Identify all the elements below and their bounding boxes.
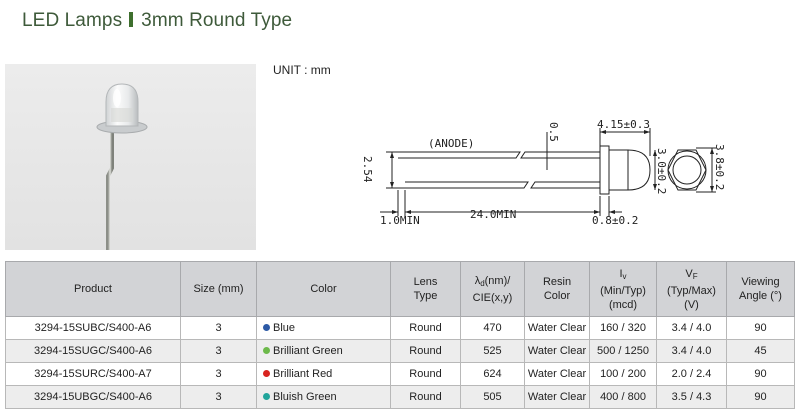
dim-min-short: 1.0MIN <box>380 214 420 227</box>
cell-vf: 2.0 / 2.4 <box>656 362 727 386</box>
cell-lens: Round <box>390 339 461 363</box>
anode-label: (ANODE) <box>428 137 474 150</box>
header-wavelength: λd(nm)/CIE(x,y) <box>460 261 525 317</box>
table-row: 3294-15SUGC/S400-A6 3 Brilliant Green Ro… <box>5 339 795 363</box>
cell-size: 3 <box>180 339 257 363</box>
led-lamp-photo <box>5 64 256 250</box>
cell-angle: 45 <box>726 339 795 363</box>
cell-wavelength: 624 <box>460 362 525 386</box>
cell-resin: Water Clear <box>524 385 590 409</box>
cell-iv: 100 / 200 <box>589 362 657 386</box>
color-dot-icon <box>263 347 270 354</box>
page-title: LED Lamps 3mm Round Type <box>22 10 292 32</box>
cell-vf: 3.4 / 4.0 <box>656 316 727 340</box>
dim-flange-thickness: 0.8±0.2 <box>592 214 638 227</box>
cell-color: Brilliant Green <box>256 339 391 363</box>
cell-size: 3 <box>180 316 257 340</box>
cell-lens: Round <box>390 316 461 340</box>
cell-angle: 90 <box>726 385 795 409</box>
cell-resin: Water Clear <box>524 362 590 386</box>
header-forward-voltage: VF(Typ/Max)(V) <box>656 261 727 317</box>
header-product: Product <box>5 261 181 317</box>
cell-iv: 160 / 320 <box>589 316 657 340</box>
header-luminous-intensity: Iv(Min/Typ)(mcd) <box>589 261 657 317</box>
header-size: Size (mm) <box>180 261 257 317</box>
title-separator <box>129 12 134 27</box>
header-color: Color <box>256 261 391 317</box>
table-row: 3294-15SURC/S400-A7 3 Brilliant Red Roun… <box>5 362 795 386</box>
dim-lens-diameter: 3.0±0.2 <box>655 148 668 194</box>
cell-resin: Water Clear <box>524 339 590 363</box>
dim-lead-pitch: 2.54 <box>361 156 374 183</box>
cell-color: Blue <box>256 316 391 340</box>
table-row: 3294-15UBGC/S400-A6 3 Bluish Green Round… <box>5 385 795 409</box>
cell-lens: Round <box>390 362 461 386</box>
title-category: LED Lamps <box>22 10 123 31</box>
cell-product: 3294-15UBGC/S400-A6 <box>5 385 181 409</box>
cell-size: 3 <box>180 362 257 386</box>
cell-vf: 3.4 / 4.0 <box>656 339 727 363</box>
cell-color: Brilliant Red <box>256 362 391 386</box>
dim-body-length: 4.15±0.3 <box>597 118 650 131</box>
cell-size: 3 <box>180 385 257 409</box>
cell-product: 3294-15SURC/S400-A7 <box>5 362 181 386</box>
cell-lens: Round <box>390 385 461 409</box>
cell-vf: 3.5 / 4.3 <box>656 385 727 409</box>
title-product-type: 3mm Round Type <box>141 10 293 31</box>
dimension-drawing: (ANODE) 4.15±0.3 0.5 3.0±0.2 3.8±0.2 2.5… <box>361 118 726 227</box>
cell-wavelength: 505 <box>460 385 525 409</box>
cell-wavelength: 525 <box>460 339 525 363</box>
color-dot-icon <box>263 370 270 377</box>
cell-color: Bluish Green <box>256 385 391 409</box>
led-lamp-illustration <box>96 83 148 250</box>
cell-angle: 90 <box>726 362 795 386</box>
cell-angle: 90 <box>726 316 795 340</box>
cell-wavelength: 470 <box>460 316 525 340</box>
dim-lead-offset: 0.5 <box>547 122 560 142</box>
cell-resin: Water Clear <box>524 316 590 340</box>
table-row: 3294-15SUBC/S400-A6 3 Blue Round 470 Wat… <box>5 316 795 340</box>
unit-label: UNIT : mm <box>273 63 331 77</box>
color-dot-icon <box>263 393 270 400</box>
dim-flange-diameter: 3.8±0.2 <box>713 144 726 190</box>
cell-product: 3294-15SUBC/S400-A6 <box>5 316 181 340</box>
cell-product: 3294-15SUGC/S400-A6 <box>5 339 181 363</box>
dim-lead-length: 24.0MIN <box>470 208 516 221</box>
cell-iv: 500 / 1250 <box>589 339 657 363</box>
cell-iv: 400 / 800 <box>589 385 657 409</box>
color-dot-icon <box>263 324 270 331</box>
